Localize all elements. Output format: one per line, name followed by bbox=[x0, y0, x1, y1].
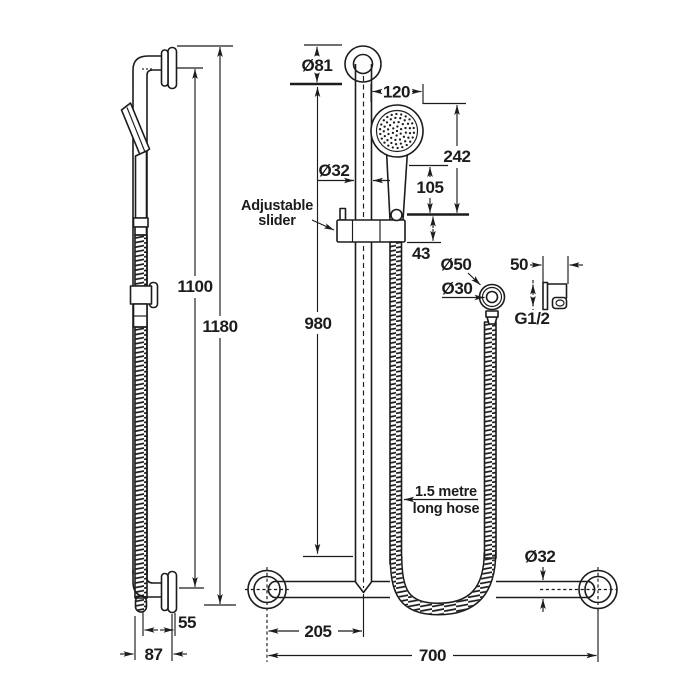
dim-50: 50 bbox=[510, 255, 583, 284]
dim-105: 105 bbox=[409, 164, 448, 213]
dim-700-label: 700 bbox=[419, 646, 446, 665]
hose-right-run bbox=[483, 321, 497, 559]
note-adjustable-line1: Adjustable bbox=[241, 198, 313, 214]
dim-205: 205 bbox=[266, 594, 365, 662]
dim-242: 242 bbox=[407, 102, 471, 216]
front-rail bbox=[354, 64, 373, 594]
side-view: 1100 1180 55 87 bbox=[120, 45, 238, 664]
dim-dia32-rail: Ø32 bbox=[317, 161, 390, 184]
dim-87: 87 bbox=[120, 614, 187, 664]
front-right-flange bbox=[578, 567, 618, 611]
dim-55: 55 bbox=[142, 612, 196, 636]
spray-face-dots bbox=[378, 112, 416, 150]
dim-1180-label: 1180 bbox=[202, 317, 237, 336]
note-hose: 1.5 metre long hose bbox=[404, 484, 480, 517]
dim-dia32-bottom: Ø32 bbox=[525, 547, 556, 612]
dim-120-label: 120 bbox=[383, 83, 410, 102]
front-left-flange bbox=[245, 567, 290, 612]
grab-rail bbox=[267, 580, 617, 599]
dim-43: 43 bbox=[407, 216, 441, 263]
dim-50-label: 50 bbox=[510, 255, 528, 274]
note-adjustable-line2: slider bbox=[258, 213, 296, 229]
callout-dia30-label: Ø30 bbox=[442, 279, 473, 298]
dim-700: 700 bbox=[268, 609, 599, 665]
dim-87-label: 87 bbox=[144, 645, 162, 664]
dim-43-label: 43 bbox=[412, 244, 430, 263]
dim-980-label: 980 bbox=[304, 314, 331, 333]
dim-55-label: 55 bbox=[178, 613, 196, 632]
dim-dia81-label: Ø81 bbox=[302, 56, 333, 75]
handle-nut bbox=[390, 208, 403, 222]
note-hose-line1: 1.5 metre bbox=[415, 484, 477, 500]
dim-1100: 1100 bbox=[177, 67, 213, 589]
side-bottom-flange bbox=[160, 570, 178, 614]
front-handshower bbox=[370, 104, 424, 221]
hose-loop bbox=[389, 551, 497, 616]
dim-105-label: 105 bbox=[416, 178, 443, 197]
side-top-flange bbox=[160, 46, 178, 90]
dim-1100-label: 1100 bbox=[177, 277, 212, 296]
dim-980: 980 bbox=[303, 87, 353, 558]
callout-dia50-label: Ø50 bbox=[441, 255, 472, 274]
callout-dia50: Ø50 bbox=[441, 255, 481, 286]
front-view: Ø81 980 120 242 10 bbox=[241, 44, 618, 665]
thread-label: G1/2 bbox=[514, 309, 549, 328]
front-top-flange bbox=[344, 45, 382, 83]
side-handshower bbox=[120, 102, 151, 236]
dim-dia32-rail-label: Ø32 bbox=[319, 161, 350, 180]
note-adjustable-slider: Adjustable slider bbox=[241, 198, 335, 231]
dim-dia81: Ø81 bbox=[290, 44, 342, 86]
front-slider bbox=[336, 207, 406, 243]
callout-dia30: Ø30 bbox=[442, 279, 485, 301]
wall-outlet bbox=[478, 283, 506, 325]
dim-242-label: 242 bbox=[443, 147, 470, 166]
dim-dia32-bottom-label: Ø32 bbox=[525, 547, 556, 566]
outlet-detail-view: 50 G1/2 bbox=[510, 255, 583, 328]
dim-205-label: 205 bbox=[304, 622, 331, 641]
hose-left-run bbox=[389, 241, 403, 565]
side-hose-tail bbox=[134, 595, 148, 613]
side-slider bbox=[129, 281, 159, 328]
dim-120: 120 bbox=[370, 83, 424, 104]
outlet-side-profile bbox=[530, 280, 568, 311]
note-hose-line2: long hose bbox=[413, 501, 480, 517]
side-hose-upper bbox=[134, 234, 148, 287]
dim-1180: 1180 bbox=[177, 45, 238, 606]
side-hose-lower bbox=[134, 326, 148, 599]
